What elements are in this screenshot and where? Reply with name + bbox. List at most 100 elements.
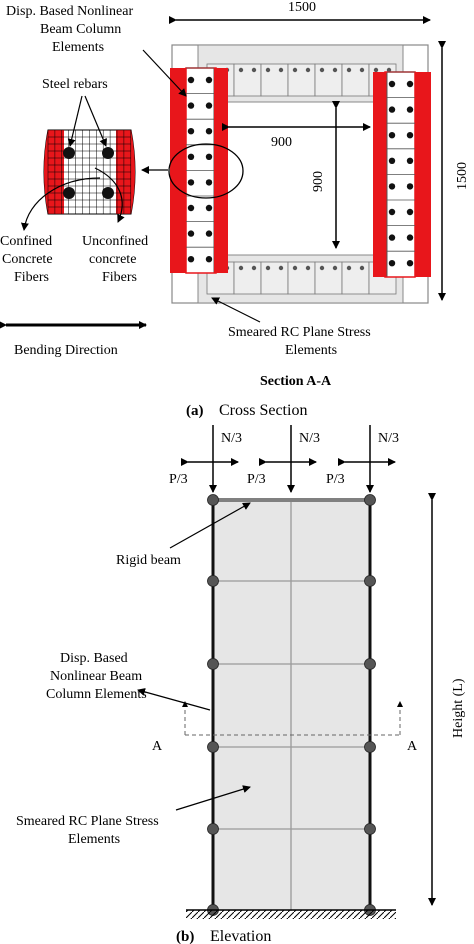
left-boundary-element — [170, 68, 186, 273]
unconfined-arrow — [94, 167, 125, 223]
dim-1500-v-label: 1500 — [455, 162, 470, 190]
right-boundary-cells — [387, 71, 415, 252]
elev-beam-label-2: Nonlinear Beam — [50, 669, 142, 684]
unconfined-label-1: Unconfined — [82, 234, 148, 249]
rebar-dot — [187, 76, 195, 84]
node — [364, 823, 376, 835]
rebar-dot — [388, 208, 396, 216]
flange-cell — [287, 261, 316, 295]
flange-rebar — [292, 265, 298, 271]
axial-load-label: N/3 — [299, 431, 320, 446]
flange-rebar — [332, 67, 338, 73]
rebar-dot — [205, 153, 213, 160]
rebar-dot — [63, 187, 75, 199]
fiber-section-detail — [43, 129, 136, 215]
node — [207, 575, 219, 587]
flange-rebar — [319, 265, 325, 271]
node — [364, 741, 376, 753]
lateral-load-label: P/3 — [247, 472, 266, 487]
rebar-dot — [187, 179, 195, 186]
axial-load-label: N/3 — [378, 431, 399, 446]
dim-900-v-label: 900 — [311, 171, 326, 192]
rebar-dot — [205, 256, 213, 263]
section-marker-left: A — [152, 739, 163, 754]
cross-section: 1500 1500 900 900 Steel rebars Disp. Bas — [0, 0, 470, 419]
rebar-dot — [102, 147, 114, 159]
flange-cell — [341, 63, 370, 97]
rebar-dot — [406, 208, 414, 216]
flange-cell — [314, 261, 343, 295]
rebar-dot — [187, 153, 195, 160]
confined-label-2: Concrete — [2, 252, 53, 267]
flange-rebar — [305, 67, 311, 73]
rigid-beam-label: Rigid beam — [116, 553, 181, 568]
section-smeared-label-2: Elements — [285, 343, 337, 358]
flange-cell — [233, 63, 262, 97]
section-beam-label-3: Elements — [52, 40, 104, 55]
rebar-dot — [102, 187, 114, 199]
flange-rebar — [386, 67, 392, 73]
rebar-dot — [388, 183, 396, 190]
rebar-dot — [406, 234, 414, 241]
rebar-dot — [388, 106, 396, 113]
rebar-dot — [388, 260, 396, 267]
rebar-dot — [187, 128, 195, 135]
flange-cell — [260, 261, 289, 295]
node — [207, 823, 219, 835]
flange-rebar — [305, 265, 311, 271]
confined-label-3: Fibers — [14, 270, 49, 285]
rebar-dot — [187, 204, 195, 212]
axial-load-label: N/3 — [221, 431, 242, 446]
section-smeared-label-1: Smeared RC Plane Stress — [228, 325, 371, 340]
rebar-dot — [205, 102, 213, 109]
flange-rebar — [373, 67, 379, 73]
flange-cell — [260, 63, 289, 97]
caption-a-text: Cross Section — [219, 402, 307, 419]
rebar-dot — [406, 157, 414, 164]
flange-cell — [233, 261, 262, 295]
flange-rebar — [292, 67, 298, 73]
caption-a-letter: (a) — [186, 403, 204, 419]
lateral-load-label: P/3 — [326, 472, 345, 487]
node — [207, 494, 219, 506]
flange-rebar — [346, 67, 352, 73]
confined-label-1: Confined — [0, 234, 52, 249]
flange-rebar — [265, 265, 271, 271]
fiber-highlight-ellipse — [168, 143, 244, 199]
right-boundary-element — [415, 72, 431, 277]
flange-rebar — [238, 265, 244, 271]
rebar-dot — [205, 128, 213, 135]
elev-smeared-label-1: Smeared RC Plane Stress — [16, 814, 159, 829]
rebar-dot — [388, 157, 396, 164]
flange-rebar — [346, 265, 352, 271]
caption-b-letter: (b) — [176, 929, 194, 944]
rebar-dot — [388, 234, 396, 241]
rebar-dot — [63, 147, 75, 159]
steel-arrow-2 — [84, 95, 107, 147]
flange-rebar — [359, 67, 365, 73]
lateral-load-label: P/3 — [169, 472, 188, 487]
rebar-dot — [205, 204, 213, 212]
bending-direction-label: Bending Direction — [14, 343, 118, 358]
flange-rebar — [332, 265, 338, 271]
rebar-dot — [187, 230, 195, 237]
steel-rebars-label: Steel rebars — [42, 77, 108, 92]
rebar-dot — [205, 230, 213, 237]
rebar-dot — [406, 80, 414, 88]
section-marker-right: A — [407, 739, 418, 754]
rebar-dot — [205, 179, 213, 186]
dim-900-h-label: 900 — [271, 135, 292, 150]
flange-rebar — [278, 67, 284, 73]
unconfined-label-3: Fibers — [102, 270, 137, 285]
elevation: N/3P/3 N/3P/3 N/3P/3 Rigid beam Disp. Base… — [16, 425, 466, 944]
dim-1500-h-label: 1500 — [288, 0, 316, 15]
elev-beam-label-1: Disp. Based — [60, 651, 128, 666]
section-smeared-arrow — [211, 297, 261, 323]
left-red-edge — [214, 68, 228, 273]
flange-rebar — [319, 67, 325, 73]
rebar-dot — [406, 183, 414, 190]
elev-beam-arrow — [137, 688, 211, 711]
unconfined-label-2: concrete — [89, 252, 136, 267]
rebar-dot — [187, 256, 195, 263]
